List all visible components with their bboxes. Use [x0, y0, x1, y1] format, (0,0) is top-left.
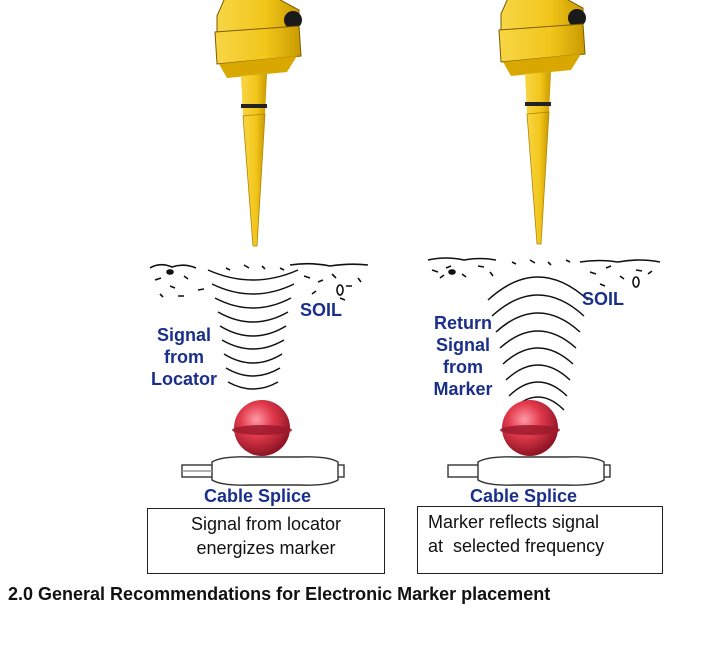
marker-ball-icon [232, 400, 292, 456]
right-panel [427, 0, 661, 486]
right-signal-label: Return Signal from Marker [424, 312, 502, 400]
locator-wand-icon [498, 0, 587, 245]
right-signal-line-2: Signal [435, 335, 490, 355]
left-soil-label: SOIL [300, 300, 343, 320]
cable-splice-icon [447, 456, 611, 486]
left-caption-line-2: energizes marker [196, 538, 336, 558]
right-caption-box [417, 506, 663, 574]
right-caption-line-1: Marker reflects signal [428, 512, 600, 532]
left-signal-line-3: Locator [150, 369, 217, 389]
section-heading: 2.0 General Recommendations for Electron… [8, 584, 551, 604]
left-signal-line-2: from [164, 347, 204, 367]
left-panel [149, 0, 369, 486]
right-splice-label: Cable Splice [470, 486, 578, 506]
right-caption: Marker reflects signal at selected frequ… [428, 510, 604, 558]
locator-wand-icon [214, 0, 303, 247]
soil-surface [427, 257, 661, 288]
right-soil-label: SOIL [582, 289, 625, 309]
left-signal-line-1: Signal [156, 325, 211, 345]
signal-waves [207, 269, 299, 390]
right-signal-line-4: Marker [433, 379, 493, 399]
right-signal-line-1: Return [434, 313, 492, 333]
right-signal-line-3: from [443, 357, 483, 377]
left-caption-box [147, 508, 385, 574]
left-caption: Signal from locator energizes marker [147, 512, 385, 560]
soil-surface [149, 262, 369, 301]
cable-splice-icon [181, 456, 345, 486]
marker-ball-icon [500, 400, 560, 456]
right-caption-line-2: at selected frequency [428, 536, 605, 556]
left-signal-label: Signal from Locator [144, 324, 224, 390]
return-signal-waves [487, 276, 589, 411]
left-splice-label: Cable Splice [204, 486, 312, 506]
left-caption-line-1: Signal from locator [190, 514, 342, 534]
